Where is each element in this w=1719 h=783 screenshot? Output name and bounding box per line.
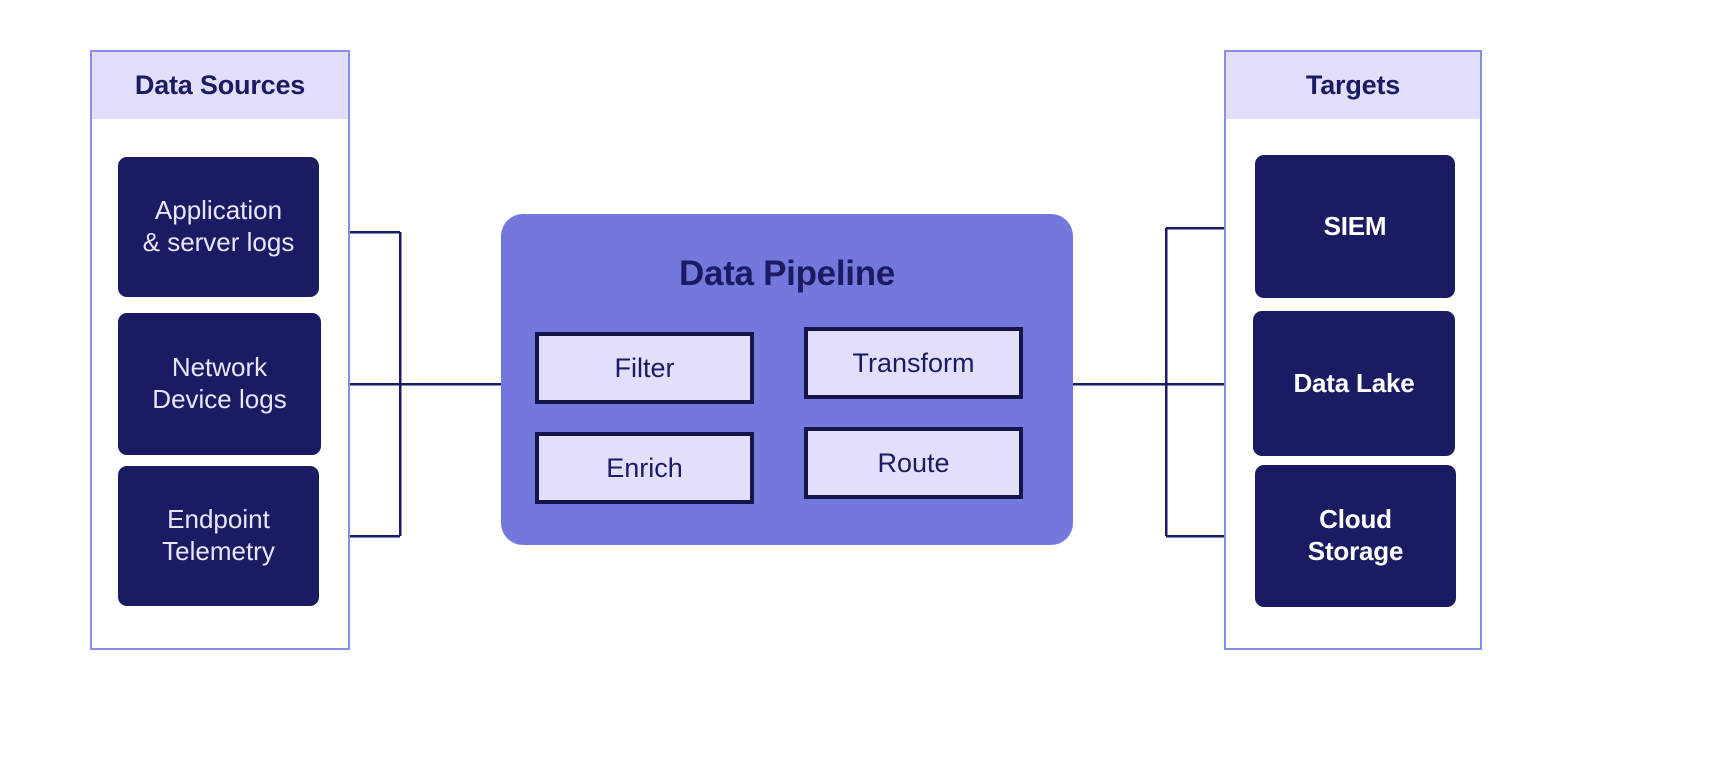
source-label-line1: Application	[154, 195, 283, 226]
pipeline-stage-transform[interactable]: Transform	[804, 327, 1023, 399]
source-node-label: Application & server logs	[143, 195, 295, 258]
source-node-network-device-logs[interactable]: Network Device logs	[118, 313, 321, 455]
target-label-line1: SIEM	[1323, 210, 1387, 241]
target-label-line2: Storage	[1307, 536, 1404, 566]
target-node-label: Data Lake	[1293, 368, 1414, 400]
source-label-line2: Telemetry	[162, 536, 275, 566]
source-label-line2: & server logs	[142, 227, 295, 257]
source-label-line1: Endpoint	[167, 504, 270, 535]
targets-header: Targets	[1226, 52, 1480, 119]
data-pipeline-container: Data Pipeline Filter Transform Enrich Ro…	[501, 214, 1073, 545]
target-label-line1: Cloud	[1319, 504, 1392, 535]
target-node-data-lake[interactable]: Data Lake	[1253, 311, 1455, 456]
data-sources-header: Data Sources	[92, 52, 348, 119]
source-node-label: Endpoint Telemetry	[162, 504, 275, 567]
target-node-siem[interactable]: SIEM	[1255, 155, 1455, 298]
source-label-line2: Device logs	[152, 384, 287, 414]
target-node-cloud-storage[interactable]: Cloud Storage	[1255, 465, 1456, 607]
source-node-application-server-logs[interactable]: Application & server logs	[118, 157, 319, 297]
target-label-line1: Data Lake	[1293, 367, 1415, 398]
source-node-label: Network Device logs	[152, 352, 286, 415]
target-node-label: Cloud Storage	[1307, 504, 1404, 567]
source-label-line1: Network	[171, 352, 268, 383]
source-node-endpoint-telemetry[interactable]: Endpoint Telemetry	[118, 466, 319, 606]
target-node-label: SIEM	[1324, 211, 1387, 243]
pipeline-stage-filter[interactable]: Filter	[535, 332, 754, 404]
data-pipeline-title: Data Pipeline	[679, 254, 895, 293]
pipeline-stage-route[interactable]: Route	[804, 427, 1023, 499]
pipeline-stage-enrich[interactable]: Enrich	[535, 432, 754, 504]
